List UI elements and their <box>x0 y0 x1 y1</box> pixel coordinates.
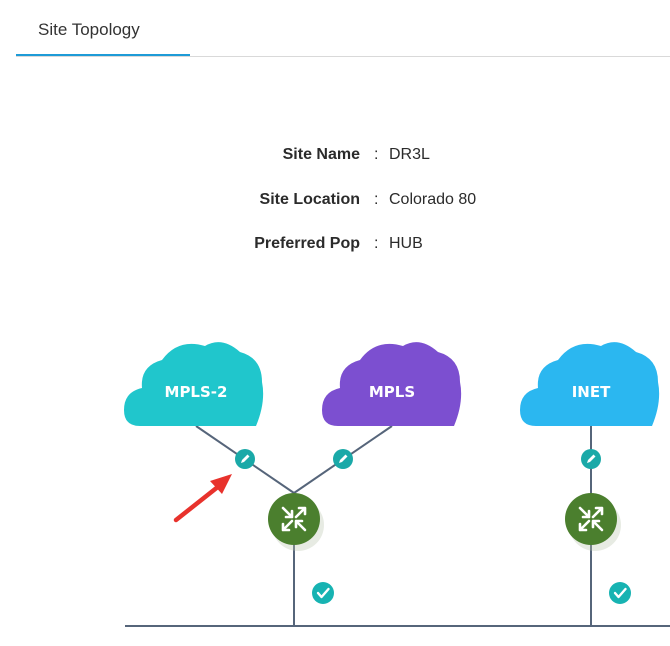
edit-link-inet[interactable] <box>581 449 601 469</box>
cloud-mpls-2[interactable]: MPLS-2 <box>124 342 264 426</box>
preferred-pop-value: HUB <box>389 235 423 252</box>
site-location-row: Site Location : Colorado 80 <box>0 191 670 213</box>
edit-link-mpls[interactable] <box>333 449 353 469</box>
router-icon[interactable] <box>565 493 621 551</box>
cloud-label: MPLS <box>369 383 415 401</box>
router-icon[interactable] <box>268 493 324 551</box>
annotation-arrow-icon <box>173 474 232 523</box>
site-name-row: Site Name : DR3L <box>0 146 670 168</box>
preferred-pop-label: Preferred Pop <box>254 235 360 252</box>
separator: : <box>374 235 379 252</box>
tab-label: Site Topology <box>38 20 140 39</box>
site-name-value: DR3L <box>389 146 430 163</box>
cloud-shape <box>322 342 462 426</box>
edit-link-mpls-2[interactable] <box>235 449 255 469</box>
separator: : <box>374 146 379 163</box>
separator: : <box>374 191 379 208</box>
site-location-label: Site Location <box>259 191 360 208</box>
cloud-mpls[interactable]: MPLS <box>322 342 462 426</box>
status-check-icon <box>609 582 631 604</box>
tab-site-topology[interactable]: Site Topology <box>16 0 190 58</box>
status-check-icon <box>312 582 334 604</box>
preferred-pop-row: Preferred Pop : HUB <box>0 235 670 257</box>
tab-divider <box>16 56 670 57</box>
cloud-shape <box>124 342 264 426</box>
site-location-value: Colorado 80 <box>389 191 477 208</box>
cloud-label: INET <box>572 383 611 401</box>
cloud-shape <box>520 342 660 426</box>
site-name-label: Site Name <box>282 146 360 163</box>
cloud-label: MPLS-2 <box>165 383 228 401</box>
tab-bar: Site Topology <box>0 0 670 58</box>
active-tab-indicator <box>16 54 190 57</box>
cloud-inet[interactable]: INET <box>520 342 660 426</box>
